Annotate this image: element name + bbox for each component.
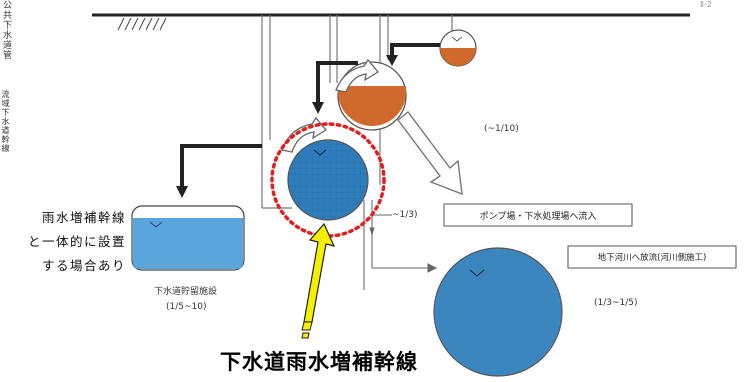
- trunk-pipe: [287, 139, 369, 221]
- river-box-label: 地下河川へ放流(河川側施工): [597, 253, 707, 263]
- storage-tank: [131, 205, 245, 271]
- side-note-line: する場合あり: [41, 258, 126, 273]
- storage-facility-label: 下水道貯留施設: [154, 287, 218, 297]
- underground-river-pipe: [433, 247, 563, 377]
- callout-arrow: [301, 222, 336, 339]
- public-sewer-ratio: (~1/10): [484, 124, 519, 134]
- side-note: 雨水増補幹線 と一体的に設置 する場合あり: [14, 206, 126, 278]
- branch-arrows: [369, 214, 438, 273]
- side-note-line: と一体的に設置: [27, 234, 126, 249]
- regional-sewer-label: 流域下水道幹線: [1, 90, 10, 153]
- inflow-arrows: [180, 43, 440, 188]
- river-ratio: (1/3~1/5): [594, 298, 638, 308]
- ground-hatch: [117, 17, 167, 31]
- public-sewer-label: 公共下水道管: [1, 0, 11, 60]
- public-sewer-pipe: [439, 29, 477, 67]
- flow-to-pump-arrow: [397, 111, 463, 196]
- overflow-arrows: [281, 58, 379, 153]
- storage-ratio: (1/5~10): [166, 302, 207, 312]
- river-box-frame: [567, 245, 737, 269]
- pump-box-frame: [443, 203, 633, 227]
- pump-box-label: ポンプ場・下水処理場へ流入: [479, 211, 597, 222]
- main-title: 下水道雨水増補幹線: [220, 350, 418, 374]
- inflow-arrowheads: [176, 55, 398, 198]
- regional-sewer-ratio: ~1/3): [392, 210, 418, 220]
- side-note-line: 雨水増補幹線: [41, 210, 126, 225]
- corner-mark: Ⅱ-2: [700, 0, 712, 9]
